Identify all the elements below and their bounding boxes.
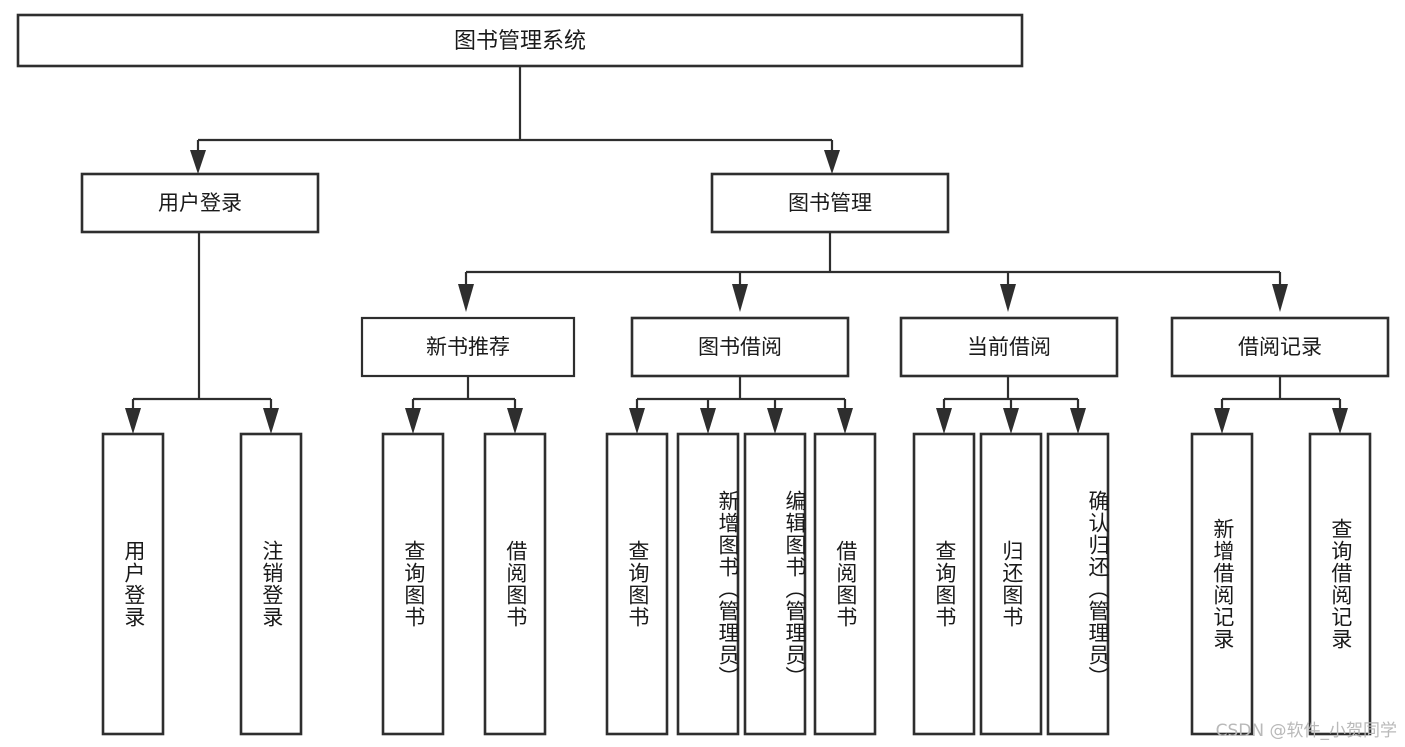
leaf-return-book[interactable] [979, 432, 1043, 736]
node-book-borrow[interactable]: 图书借阅 [630, 316, 850, 378]
leaf-query-book-3[interactable] [912, 432, 976, 736]
connector-userlogin-to-leaves [125, 232, 279, 434]
connector-bookborrow-to-leaves [629, 376, 853, 434]
leaf-confirm-return-admin[interactable] [1046, 432, 1110, 736]
leaf-query-book-2[interactable] [605, 432, 669, 736]
node-book-management[interactable]: 图书管理 [710, 172, 950, 234]
node-book-borrow-label: 图书借阅 [698, 335, 782, 359]
leaf-borrow-book-2[interactable] [813, 432, 877, 736]
node-current-borrow-label: 当前借阅 [967, 335, 1051, 359]
connector-currentborrow-to-leaves [936, 376, 1086, 434]
leaf-query-borrow-record[interactable] [1308, 432, 1372, 736]
node-root[interactable]: 图书管理系统 [16, 13, 1024, 68]
connector-borrowrecord-to-leaves [1214, 376, 1348, 434]
node-new-book-recommend[interactable]: 新书推荐 [360, 316, 576, 378]
node-borrow-record-label: 借阅记录 [1238, 335, 1322, 359]
leaf-edit-book-admin[interactable] [743, 432, 807, 736]
connector-newbook-to-leaves [405, 376, 523, 434]
node-user-login[interactable]: 用户登录 [80, 172, 320, 234]
leaf-logout-login[interactable] [239, 432, 303, 736]
csdn-watermark: CSDN @软件_小贺同学 [1215, 721, 1397, 741]
node-user-login-label: 用户登录 [158, 191, 242, 215]
leaf-add-borrow-record[interactable] [1190, 432, 1254, 736]
node-borrow-record[interactable]: 借阅记录 [1170, 316, 1390, 378]
leaf-borrow-book-1[interactable] [483, 432, 547, 736]
node-new-book-recommend-label: 新书推荐 [426, 335, 510, 359]
connector-bookmgmt-to-level3 [458, 232, 1288, 312]
node-book-management-label: 图书管理 [788, 191, 872, 215]
connector-root-to-level2 [190, 66, 840, 174]
node-current-borrow[interactable]: 当前借阅 [899, 316, 1119, 378]
leaf-user-login[interactable] [101, 432, 165, 736]
leaf-query-book-1[interactable] [381, 432, 445, 736]
leaf-add-book-admin[interactable] [676, 432, 740, 736]
node-root-label: 图书管理系统 [454, 29, 586, 54]
